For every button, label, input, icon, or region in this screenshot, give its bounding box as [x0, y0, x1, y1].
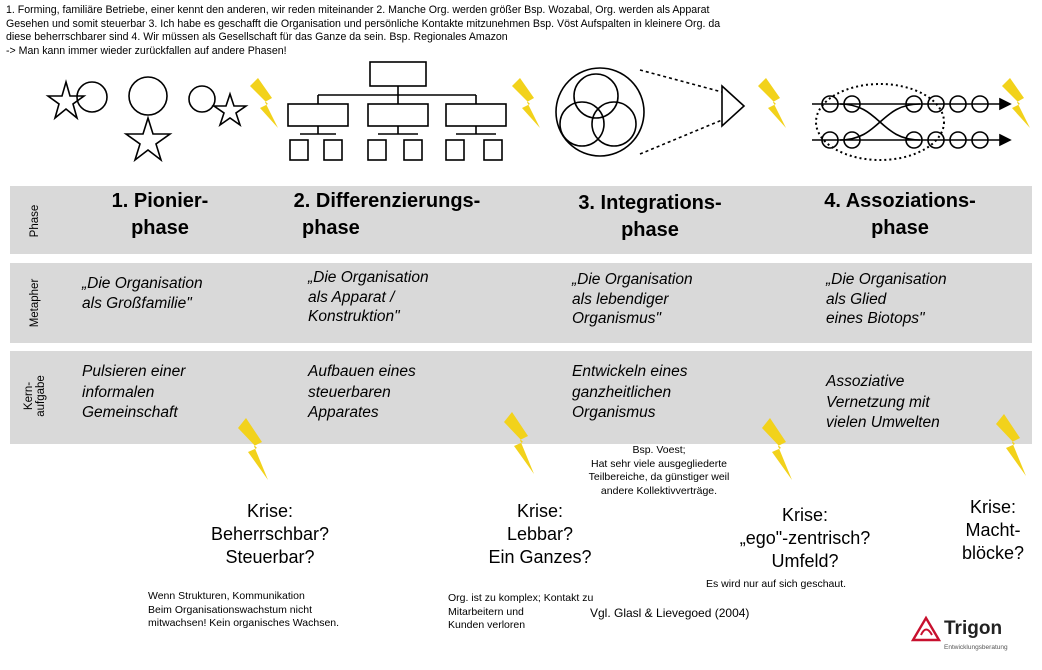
note-crisis-1: Wenn Strukturen, Kommunikation Beim Orga…: [148, 590, 339, 631]
note-voest: Bsp. Voest; Hat sehr viele ausgegliedert…: [556, 444, 762, 498]
pioneer-icon: [48, 77, 246, 160]
trigon-logo-icon: [912, 616, 940, 642]
trigon-logo-subtitle: Entwicklungsberatung: [944, 644, 1008, 651]
crisis-3: Krise: „ego"-zentrisch? Umfeld?: [710, 504, 900, 573]
trigon-logo-name: Trigon: [944, 618, 1002, 640]
note-crisis-3: Es wird nur auf sich geschaut.: [706, 578, 846, 592]
lightning-icon: [996, 414, 1030, 484]
phase-title-4: 4. Assoziations- phase: [790, 188, 1010, 242]
lightning-icon: [250, 78, 280, 140]
row-label-kernaufgabe: Kern- aufgabe: [23, 366, 47, 426]
citation: Vgl. Glasl & Lievegoed (2004): [590, 606, 749, 620]
metapher-2: „Die Organisation als Apparat / Konstruk…: [308, 268, 429, 327]
phase-title-3: 3. Integrations- phase: [540, 190, 760, 244]
lightning-icon: [504, 412, 538, 482]
integration-icon: [556, 68, 744, 156]
kernaufgabe-4: Assoziative Vernetzung mit vielen Umwelt…: [826, 372, 940, 434]
crisis-2: Krise: Lebbar? Ein Ganzes?: [450, 500, 630, 569]
crisis-4: Krise: Macht- blöcke?: [950, 496, 1036, 565]
note-crisis-2: Org. ist zu komplex; Kontakt zu Mitarbei…: [448, 592, 593, 633]
lightning-icon: [758, 78, 788, 140]
row-label-phase: Phase: [29, 191, 41, 251]
phase-title-1: 1. Pionier- phase: [60, 188, 260, 242]
phase-title-2: 2. Differenzierungs- phase: [262, 188, 512, 242]
metapher-4: „Die Organisation als Glied eines Biotop…: [826, 270, 947, 329]
metapher-3: „Die Organisation als lebendiger Organis…: [572, 270, 693, 329]
trigon-logo: Trigon Entwicklungsberatung: [912, 616, 1032, 662]
org-chart-icon: [288, 62, 506, 160]
kernaufgabe-3: Entwickeln eines ganzheitlichen Organism…: [572, 362, 687, 424]
lightning-icon: [762, 418, 796, 488]
lightning-icon: [1002, 78, 1034, 140]
kernaufgabe-2: Aufbauen eines steuerbaren Apparates: [308, 362, 416, 424]
metapher-1: „Die Organisation als Großfamilie": [82, 274, 203, 313]
association-icon: [812, 84, 1010, 160]
kernaufgabe-1: Pulsieren einer informalen Gemeinschaft: [82, 362, 185, 424]
lightning-icon: [238, 418, 272, 488]
row-label-metapher: Metapher: [29, 273, 41, 333]
lightning-icon: [512, 78, 542, 140]
crisis-1: Krise: Beherrschbar? Steuerbar?: [180, 500, 360, 569]
